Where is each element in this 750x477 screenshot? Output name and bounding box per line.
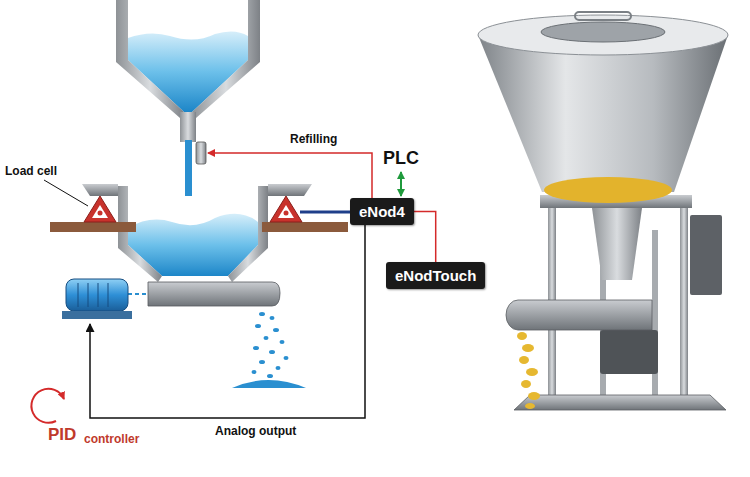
load-cells-part [270,196,302,222]
feeder-machine-part-part [517,332,527,340]
terminal-box: eNodTouch [386,262,485,289]
signal-lines [31,153,401,423]
interface-label: PLC [383,148,419,169]
load-cells-part [84,196,116,222]
feeder-machine-part [575,12,631,20]
storage-hopper-part [180,112,196,142]
weigh-hopper [82,184,312,282]
falling-powder-part [252,370,257,374]
signal-lines-part [400,172,402,196]
falling-powder-part [276,366,281,370]
controller-box: eNod4 [350,198,414,225]
signal-lines-part [31,389,64,423]
feeder-machine-part-part [525,403,535,409]
load-cells-part [300,211,356,214]
feeder-machine [478,12,728,410]
falling-powder-part [280,340,285,344]
feeder-machine-part [680,205,688,400]
feeder-machine-part [506,300,652,330]
storage-hopper-part [116,0,184,118]
motor-part [88,283,89,307]
load-cells-part [262,222,348,232]
storage-hopper-part [192,0,260,118]
feeder-machine-part [514,395,726,410]
storage-hopper [116,0,260,142]
falling-powder-part [270,316,275,320]
feeder-machine-part [690,215,722,295]
feeder-machine-part-part [519,356,529,364]
feeder-machine-part [478,35,728,192]
feeder-machine-part [544,177,672,203]
feeder-machine-part [652,230,658,400]
falling-powder [232,312,306,388]
weigh-hopper-part [118,186,162,282]
feeder-machine-part [517,332,540,409]
signal-label: Refilling [290,133,337,147]
falling-powder-part [253,346,259,350]
controller-label: PID [48,425,76,445]
load-cells-part [278,205,294,218]
motor-part [78,283,79,307]
falling-powder-part [259,312,265,316]
feeder-machine-part [592,208,642,280]
signal-wire [414,212,436,263]
box-text: eNod4 [359,203,405,220]
vibratory-tray [128,282,280,306]
load-cells [50,196,356,232]
feeder-machine-part-part [522,344,534,352]
controller-label: controller [84,433,139,447]
feeder-machine-part-part [528,392,540,400]
motor-part [98,283,99,307]
falling-powder-part [273,328,279,332]
falling-powder-part [232,380,306,388]
feeder-machine-part [541,22,665,42]
weigh-hopper-part [268,184,312,196]
signal-lines-part [208,153,372,206]
motor-part [62,311,132,319]
signal-label: Analog output [215,425,296,439]
load-cells-part [284,211,289,216]
load-cells-part [98,211,103,216]
feeder-machine-part [600,330,658,374]
storage-hopper-part [128,0,248,112]
falling-powder-part [267,374,273,378]
signal-lines-part [90,215,365,418]
box-text: eNodTouch [395,267,476,284]
leader-line [44,180,88,206]
load-cells-part [92,205,108,218]
motor [62,279,132,319]
vibratory-tray-part [128,293,148,295]
part-label: Load cell [5,165,57,179]
refill-valve-part [196,142,206,164]
feeder-machine-part-part [526,368,538,376]
motor-part [108,283,109,307]
falling-powder-part [264,336,269,340]
motor-part [66,279,128,311]
feeder-machine-part-part [521,380,531,388]
vibratory-tray-part [148,282,280,306]
falling-powder-part [269,350,275,354]
falling-powder-part [255,324,261,328]
falling-powder-part [284,356,289,360]
falling-powder-part [259,360,265,364]
weigh-hopper-part [228,186,268,282]
storage-hopper-part [128,31,248,112]
load-cells-part [50,222,136,232]
weigh-hopper-part [82,184,118,196]
